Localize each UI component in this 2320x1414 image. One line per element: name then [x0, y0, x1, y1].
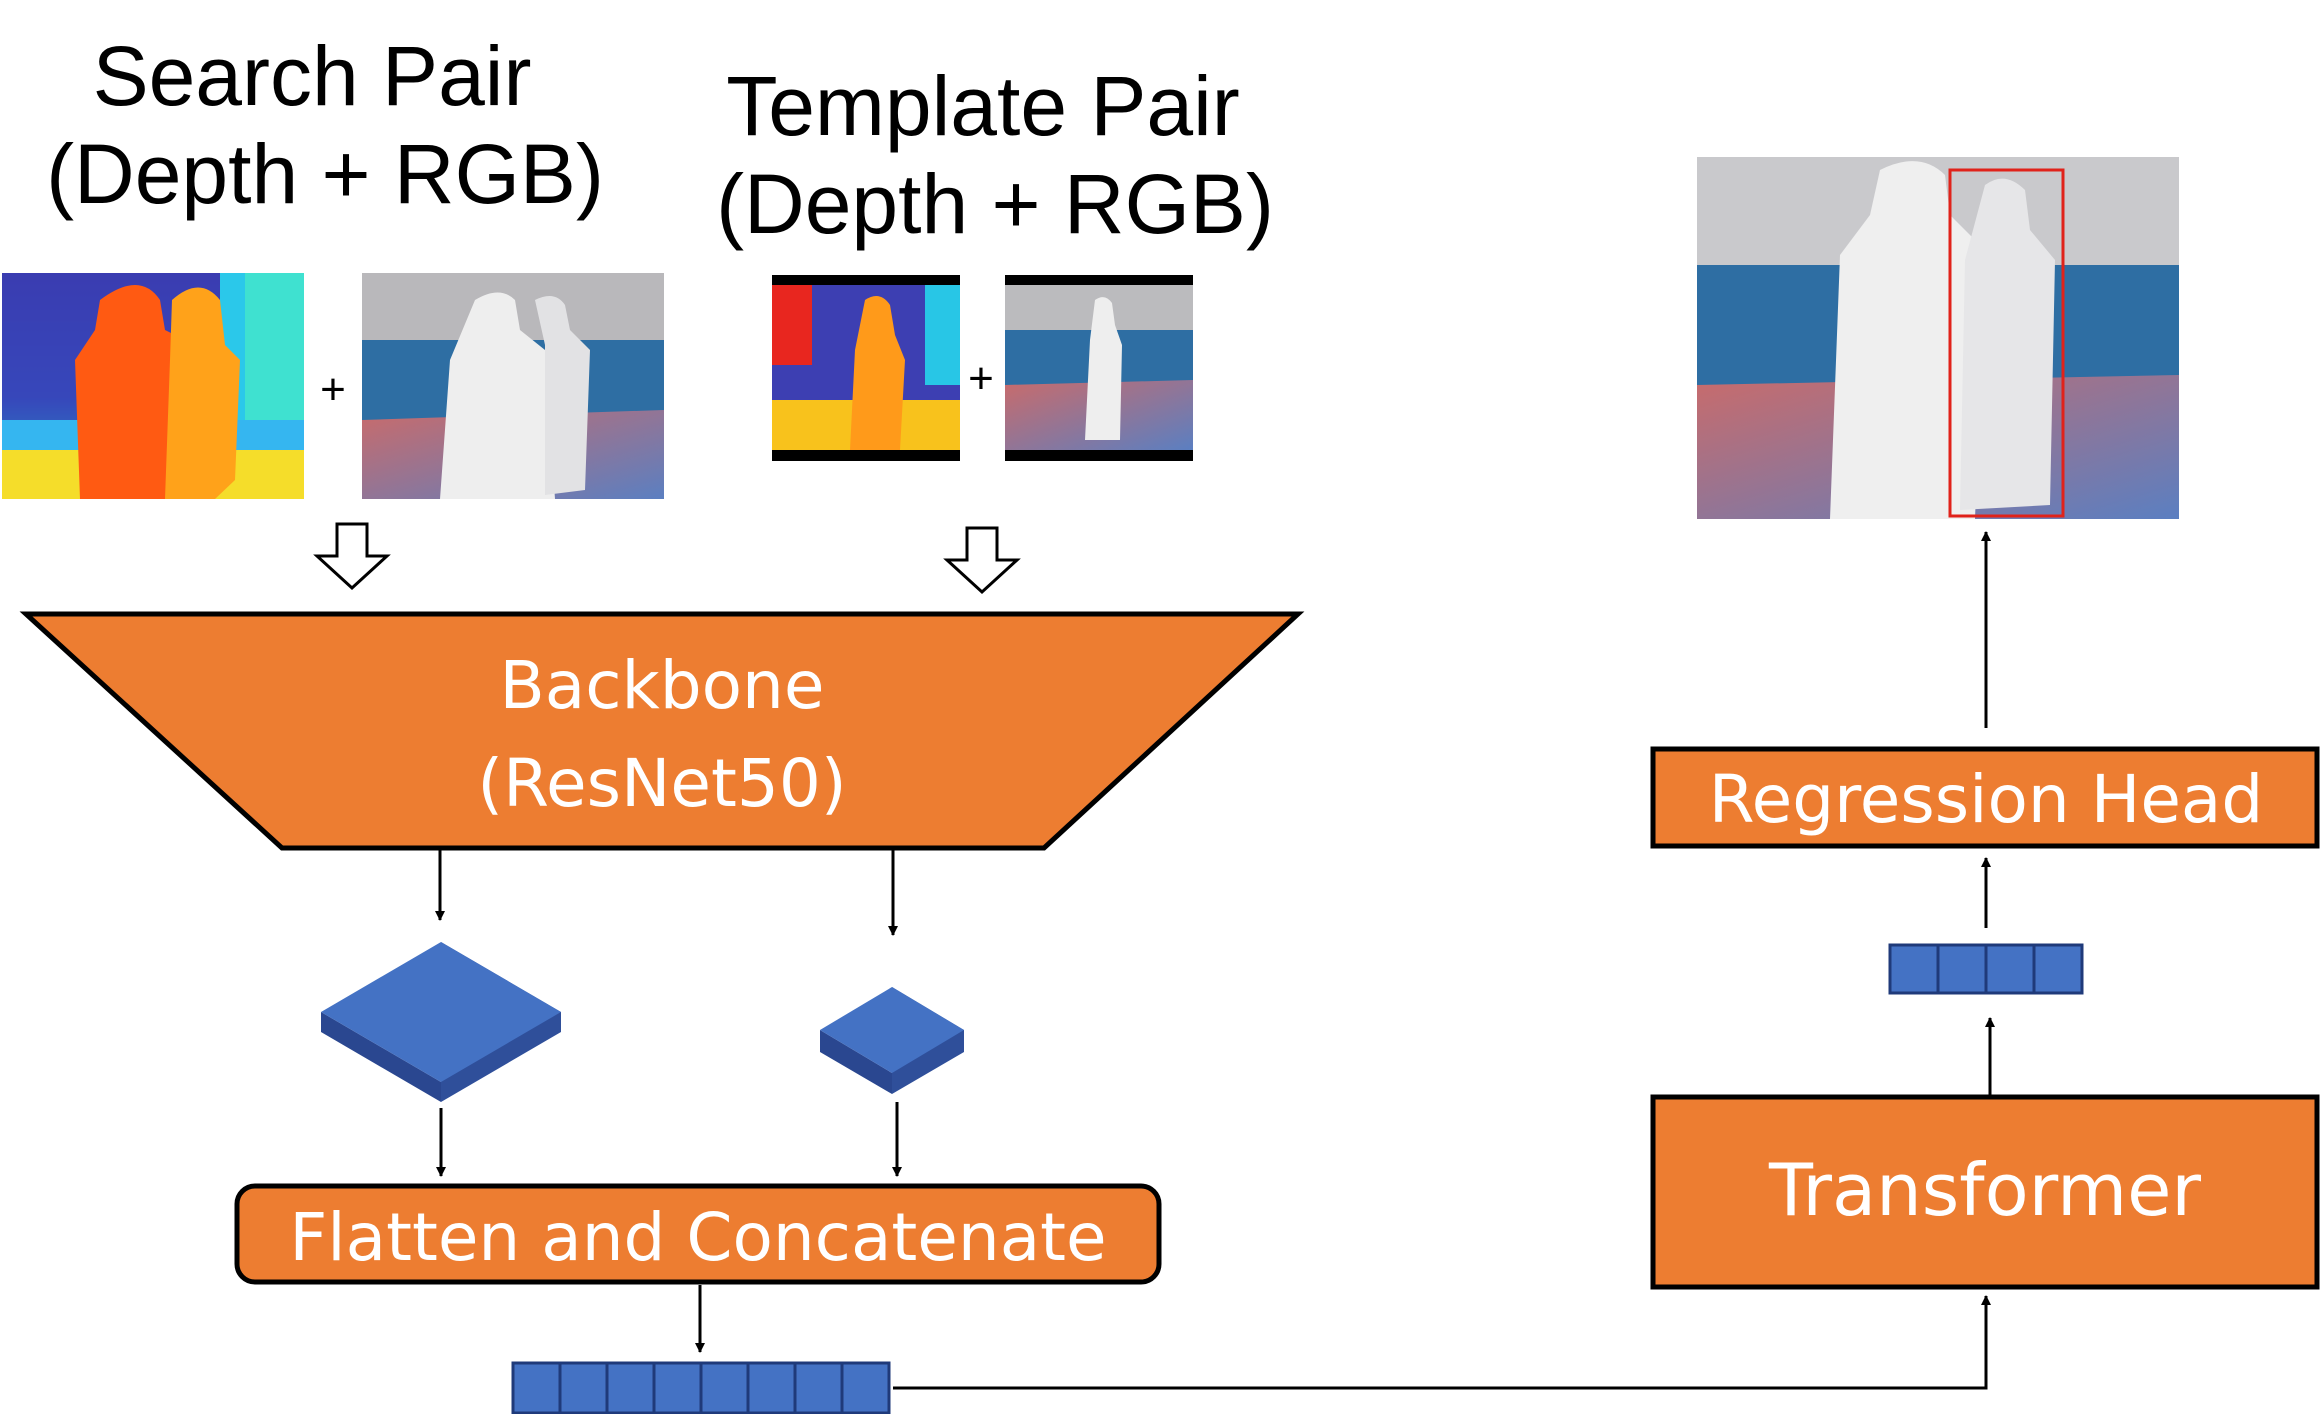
- flatten-concatenate-block: [234, 1183, 1162, 1285]
- search-pair-title-line1: Search Pair: [93, 29, 532, 123]
- flatten-concatenate-label: Flatten and Concatenate: [289, 1199, 1106, 1276]
- template-pair-title-line2: (Depth + RGB): [716, 157, 1274, 251]
- feature-map-icon: [820, 987, 964, 1094]
- transformer-label: Transformer: [1768, 1148, 2201, 1232]
- backbone-block: [19, 611, 1305, 851]
- token-vector-icon: [511, 1361, 891, 1414]
- backbone-sublabel: (ResNet50): [477, 745, 846, 822]
- backbone-label: Backbone: [500, 647, 825, 724]
- plus-sign-search: +: [320, 365, 346, 414]
- token-vector-icon: [1888, 943, 2084, 995]
- transformer-block: [1650, 1094, 2320, 1290]
- connector-arrow: [893, 1295, 1991, 1390]
- plus-sign-template: +: [968, 354, 994, 403]
- hollow-down-arrow-icon: [313, 522, 391, 591]
- tracking-bounding-box: [1948, 168, 2065, 518]
- search-depth-image: [2, 273, 304, 499]
- search-rgb-image: [362, 273, 664, 499]
- template-rgb-image: [1005, 275, 1193, 461]
- regression-head-label: Regression Head: [1709, 761, 2264, 838]
- regression-head-block: [1650, 746, 2320, 849]
- hollow-down-arrow-icon: [943, 526, 1021, 595]
- tracking-output-image: [1697, 157, 2179, 519]
- template-depth-image: [772, 275, 960, 461]
- search-pair-title-line2: (Depth + RGB): [46, 127, 604, 221]
- template-pair-title-line1: Template Pair: [726, 59, 1240, 153]
- feature-map-icon: [321, 942, 561, 1102]
